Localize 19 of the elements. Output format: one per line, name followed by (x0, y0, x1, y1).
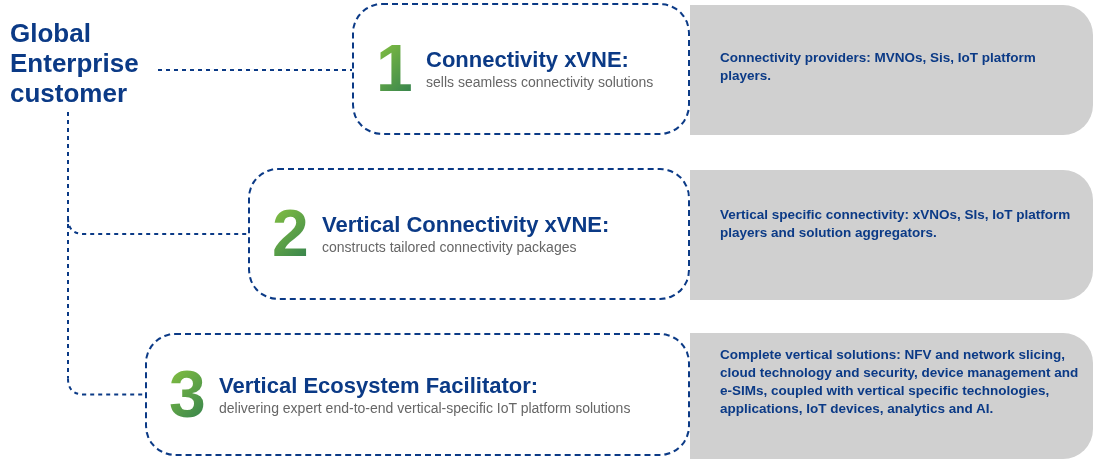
role-subtitle: delivering expert end-to-end vertical-specific IoT platform solutions (219, 399, 631, 417)
role-card (248, 168, 690, 300)
role-subtitle: sells seamless connectivity solutions (426, 74, 654, 91)
heading-text: Global Enterprise customer (10, 18, 158, 112)
role-title: Vertical Connectivity xVNE: (322, 212, 610, 238)
description-panel (690, 170, 1093, 300)
role-title: Vertical Ecosystem Facilitator: (219, 372, 539, 399)
description-text: Connectivity providers: MVNOs, Sis, IoT platform players. (720, 49, 1037, 85)
role-title: Connectivity xVNE: (426, 47, 629, 73)
description-text: Vertical specific connectivity: xVNOs, SIs, IoT platform players and solution aggregators. (720, 206, 1072, 242)
role-card (352, 3, 690, 135)
description-text: Complete vertical solutions: NFV and network slicing, cloud technology and security, device management and e-SIMs, coupled with vertical specific technologies, applications, IoT devices, analytics and AI. (720, 346, 1080, 418)
description-panel (690, 5, 1093, 135)
connector-line (67, 217, 249, 235)
role-card (145, 333, 690, 456)
connector-line (67, 111, 69, 380)
connector-line (157, 69, 353, 71)
role-subtitle: constructs tailored connectivity packages (322, 239, 577, 256)
description-panel (690, 333, 1093, 459)
